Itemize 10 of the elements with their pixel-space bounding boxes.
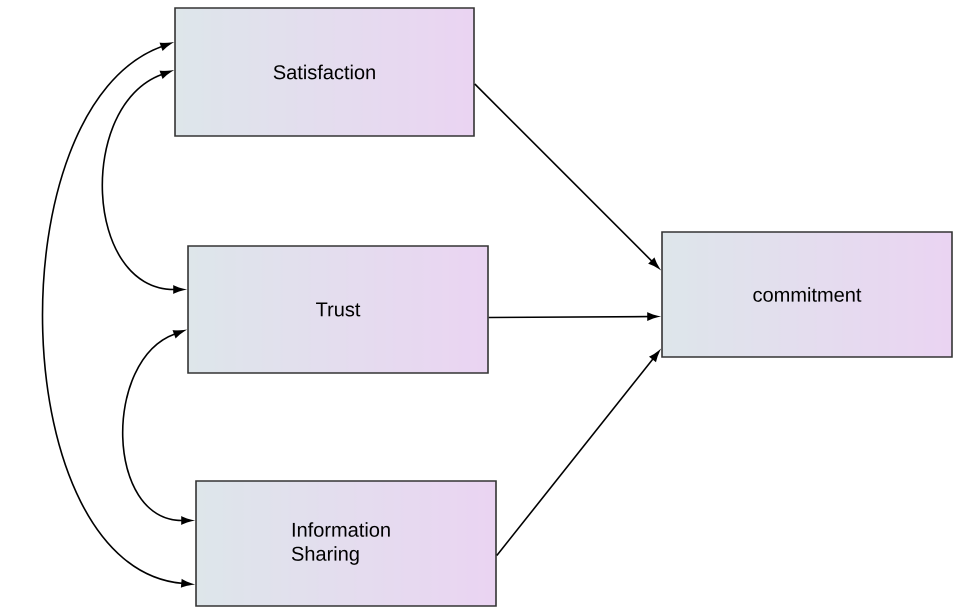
arrow — [496, 350, 660, 556]
variable-box: Satisfaction — [174, 7, 475, 137]
arrow — [474, 83, 660, 269]
variable-box: Trust — [187, 245, 489, 374]
arrow — [122, 330, 192, 524]
arrow — [488, 312, 658, 321]
arrow — [42, 42, 192, 588]
variable-box: commitment — [661, 231, 953, 358]
arrow — [102, 70, 184, 294]
variable-box: Information Sharing — [195, 480, 497, 607]
